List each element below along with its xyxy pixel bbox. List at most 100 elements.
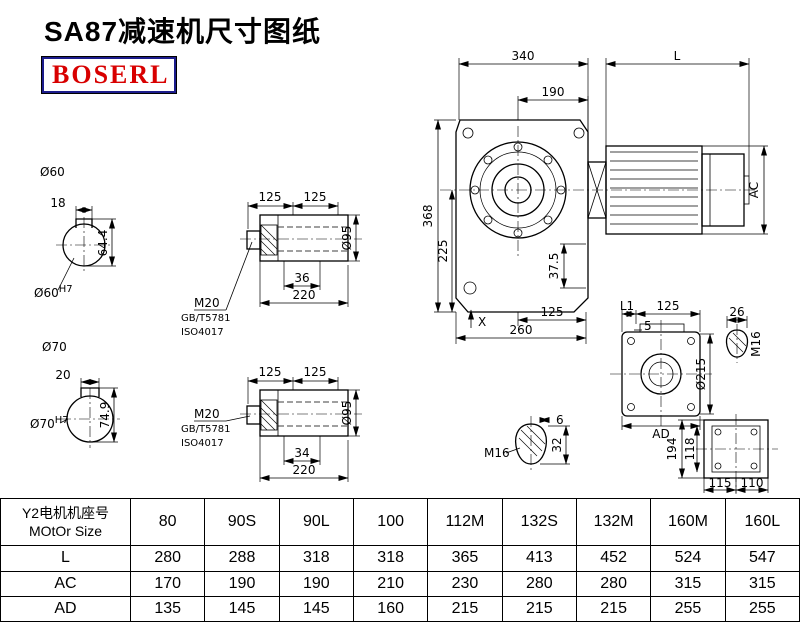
- dim-110: 110: [741, 476, 764, 490]
- column-header: 160M: [650, 497, 726, 547]
- dim-115: 115: [709, 476, 732, 490]
- table-cell: 215: [501, 595, 577, 622]
- thread-M16-plug: M16: [484, 446, 510, 460]
- thread-M16-side: M16: [749, 331, 763, 357]
- std-gb-bottom: GB/T5781: [181, 424, 231, 435]
- dim-125b-b: 125: [304, 365, 327, 379]
- technical-drawing: 340 L 190 368 225 AC 37.5: [30, 49, 778, 494]
- gearbox-side-view: L1 125 5 26 M16 Ø215 AD: [610, 299, 763, 441]
- column-header: 132S: [501, 497, 577, 547]
- brand-logo: BOSERL: [41, 56, 177, 94]
- table-cell: 255: [724, 595, 800, 622]
- dim-5: 5: [644, 319, 652, 333]
- table-cell: 318: [278, 545, 354, 572]
- hollow-shaft-top: 125 125 Ø95 36 220 M20: [181, 190, 362, 338]
- column-header: 160L: [724, 497, 800, 547]
- table-cell: 190: [278, 570, 354, 597]
- dim-32: 32: [550, 437, 564, 452]
- table-cell: 547: [724, 545, 800, 572]
- table-cell: 190: [204, 570, 280, 597]
- motor-size-header: Y2电机机座号 MOtOr Size: [0, 497, 131, 547]
- column-header: 132M: [575, 497, 652, 547]
- thread-M20-bottom: M20: [194, 407, 220, 421]
- dim-d215: Ø215: [694, 358, 708, 390]
- dim-74-9: 74.9: [98, 402, 112, 429]
- dim-194: 194: [665, 438, 679, 461]
- bore-60-label: Ø60H7: [34, 284, 73, 300]
- dim-64-4: 64.4: [96, 230, 110, 257]
- table-row-AC: AC 170 190 190 210 230 280 280 315 315: [0, 570, 800, 597]
- row-label: L: [0, 545, 131, 572]
- table-header-row: Y2电机机座号 MOtOr Size 80 90S 90L 100 112M 1…: [0, 497, 800, 547]
- table-cell: 215: [575, 595, 652, 622]
- dim-125-foot: 125: [541, 305, 564, 319]
- hollow-shaft-bottom: 125 125 Ø95 34 220 M20: [181, 365, 362, 482]
- table-cell: 145: [204, 595, 280, 622]
- table-cell: 170: [129, 570, 206, 597]
- dim-6: 6: [556, 413, 564, 427]
- table-cell: 315: [724, 570, 800, 597]
- table-cell: 288: [204, 545, 280, 572]
- table-cell: 318: [352, 545, 429, 572]
- page-title: SA87减速机尺寸图纸: [44, 16, 322, 47]
- dim-L: L: [674, 49, 681, 63]
- gearbox-front-view: [440, 119, 758, 313]
- dim-125a: 125: [259, 190, 282, 204]
- column-header: 80: [129, 497, 206, 547]
- dim-125a-b: 125: [259, 365, 282, 379]
- shaft60-label: Ø60: [40, 165, 65, 179]
- table-cell: 255: [650, 595, 726, 622]
- shaft-end-detail: 6 32 M16: [484, 413, 570, 472]
- table-cell: 160: [352, 595, 429, 622]
- dim-18: 18: [50, 196, 65, 210]
- bore-70-label: Ø70H7: [30, 415, 69, 431]
- dim-220-top: 220: [293, 288, 316, 302]
- front-view-dimensions: 340 L 190 368 225 AC 37.5: [421, 49, 768, 344]
- row-label: AC: [0, 570, 131, 597]
- table-cell: 135: [129, 595, 206, 622]
- table-cell: 280: [129, 545, 206, 572]
- column-header: 90L: [278, 497, 354, 547]
- dim-340: 340: [512, 49, 535, 63]
- std-iso-bottom: ISO4017: [181, 438, 224, 449]
- table-cell: 365: [427, 545, 503, 572]
- motor-size-line1: Y2电机机座号: [21, 505, 110, 521]
- dim-125-side: 125: [657, 299, 680, 313]
- std-gb-top: GB/T5781: [181, 313, 231, 324]
- table-cell: 452: [575, 545, 652, 572]
- table-row-L: L 280 288 318 318 365 413 452 524 547: [0, 545, 800, 572]
- dim-220-bottom: 220: [293, 463, 316, 477]
- motor-size-line2: MOtOr Size: [28, 523, 103, 540]
- dim-AC: AC: [747, 182, 761, 198]
- dim-20: 20: [55, 368, 70, 382]
- dim-37-5: 37.5: [547, 253, 561, 280]
- table-cell: 280: [501, 570, 577, 597]
- table-cell: 215: [427, 595, 503, 622]
- table-cell: 280: [575, 570, 652, 597]
- table-cell: 315: [650, 570, 726, 597]
- label-X: X: [478, 315, 486, 329]
- shaft70-label: Ø70: [42, 340, 67, 354]
- table-cell: 145: [278, 595, 354, 622]
- dim-190: 190: [542, 85, 565, 99]
- std-iso-top: ISO4017: [181, 327, 224, 338]
- table-cell: 230: [427, 570, 503, 597]
- row-label: AD: [0, 595, 131, 622]
- dim-36: 36: [294, 271, 309, 285]
- shaft-section-60: Ø60 18 64.4 Ø60H7: [34, 165, 116, 300]
- thread-M20-top: M20: [194, 296, 220, 310]
- table-cell: 524: [650, 545, 726, 572]
- dim-L1: L1: [620, 299, 634, 313]
- dimension-table: Y2电机机座号 MOtOr Size 80 90S 90L 100 112M 1…: [0, 497, 800, 622]
- dim-d95-top: Ø95: [340, 226, 354, 251]
- column-header: 90S: [204, 497, 280, 547]
- table-row-AD: AD 135 145 145 160 215 215 215 255 255: [0, 595, 800, 622]
- column-header: 112M: [427, 497, 503, 547]
- table-cell: 210: [352, 570, 429, 597]
- dim-118: 118: [683, 438, 697, 461]
- dim-34: 34: [294, 446, 309, 460]
- table-cell: 413: [501, 545, 577, 572]
- column-header: 100: [352, 497, 429, 547]
- dim-125b: 125: [304, 190, 327, 204]
